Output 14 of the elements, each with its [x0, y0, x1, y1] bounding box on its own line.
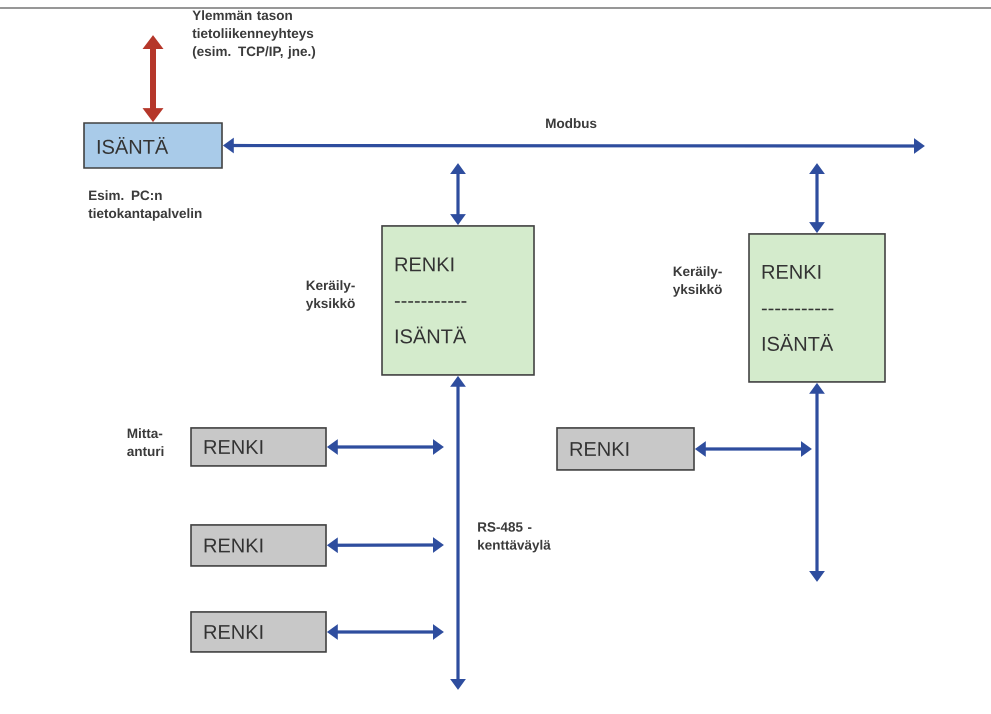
- side-note: Keräily-yksikkö: [306, 280, 355, 311]
- edge-label: Ylemmän tason tietoliikenneyhteys (esim. TCP/IP, jne.): [192, 10, 316, 59]
- slave-box: RENKI: [190, 524, 327, 567]
- collector-unit-box: RENKI ----------- ISÄNTÄ: [748, 233, 886, 383]
- side-note: Keräily-yksikkö: [672, 266, 722, 297]
- edge-label: RS-485 - kenttäväylä: [478, 522, 551, 552]
- edge-label: Modbus: [546, 118, 596, 128]
- slave-box: RENKI: [190, 427, 327, 467]
- collector-unit-box: RENKI ----------- ISÄNTÄ: [381, 225, 535, 376]
- side-note: Esim. PC:n tietokantapalvelin: [88, 190, 202, 221]
- side-note: Mitta-anturi: [127, 428, 164, 456]
- master-box: ISÄNTÄ: [83, 122, 223, 169]
- slave-box: RENKI: [190, 611, 327, 653]
- slave-box: RENKI: [556, 427, 695, 471]
